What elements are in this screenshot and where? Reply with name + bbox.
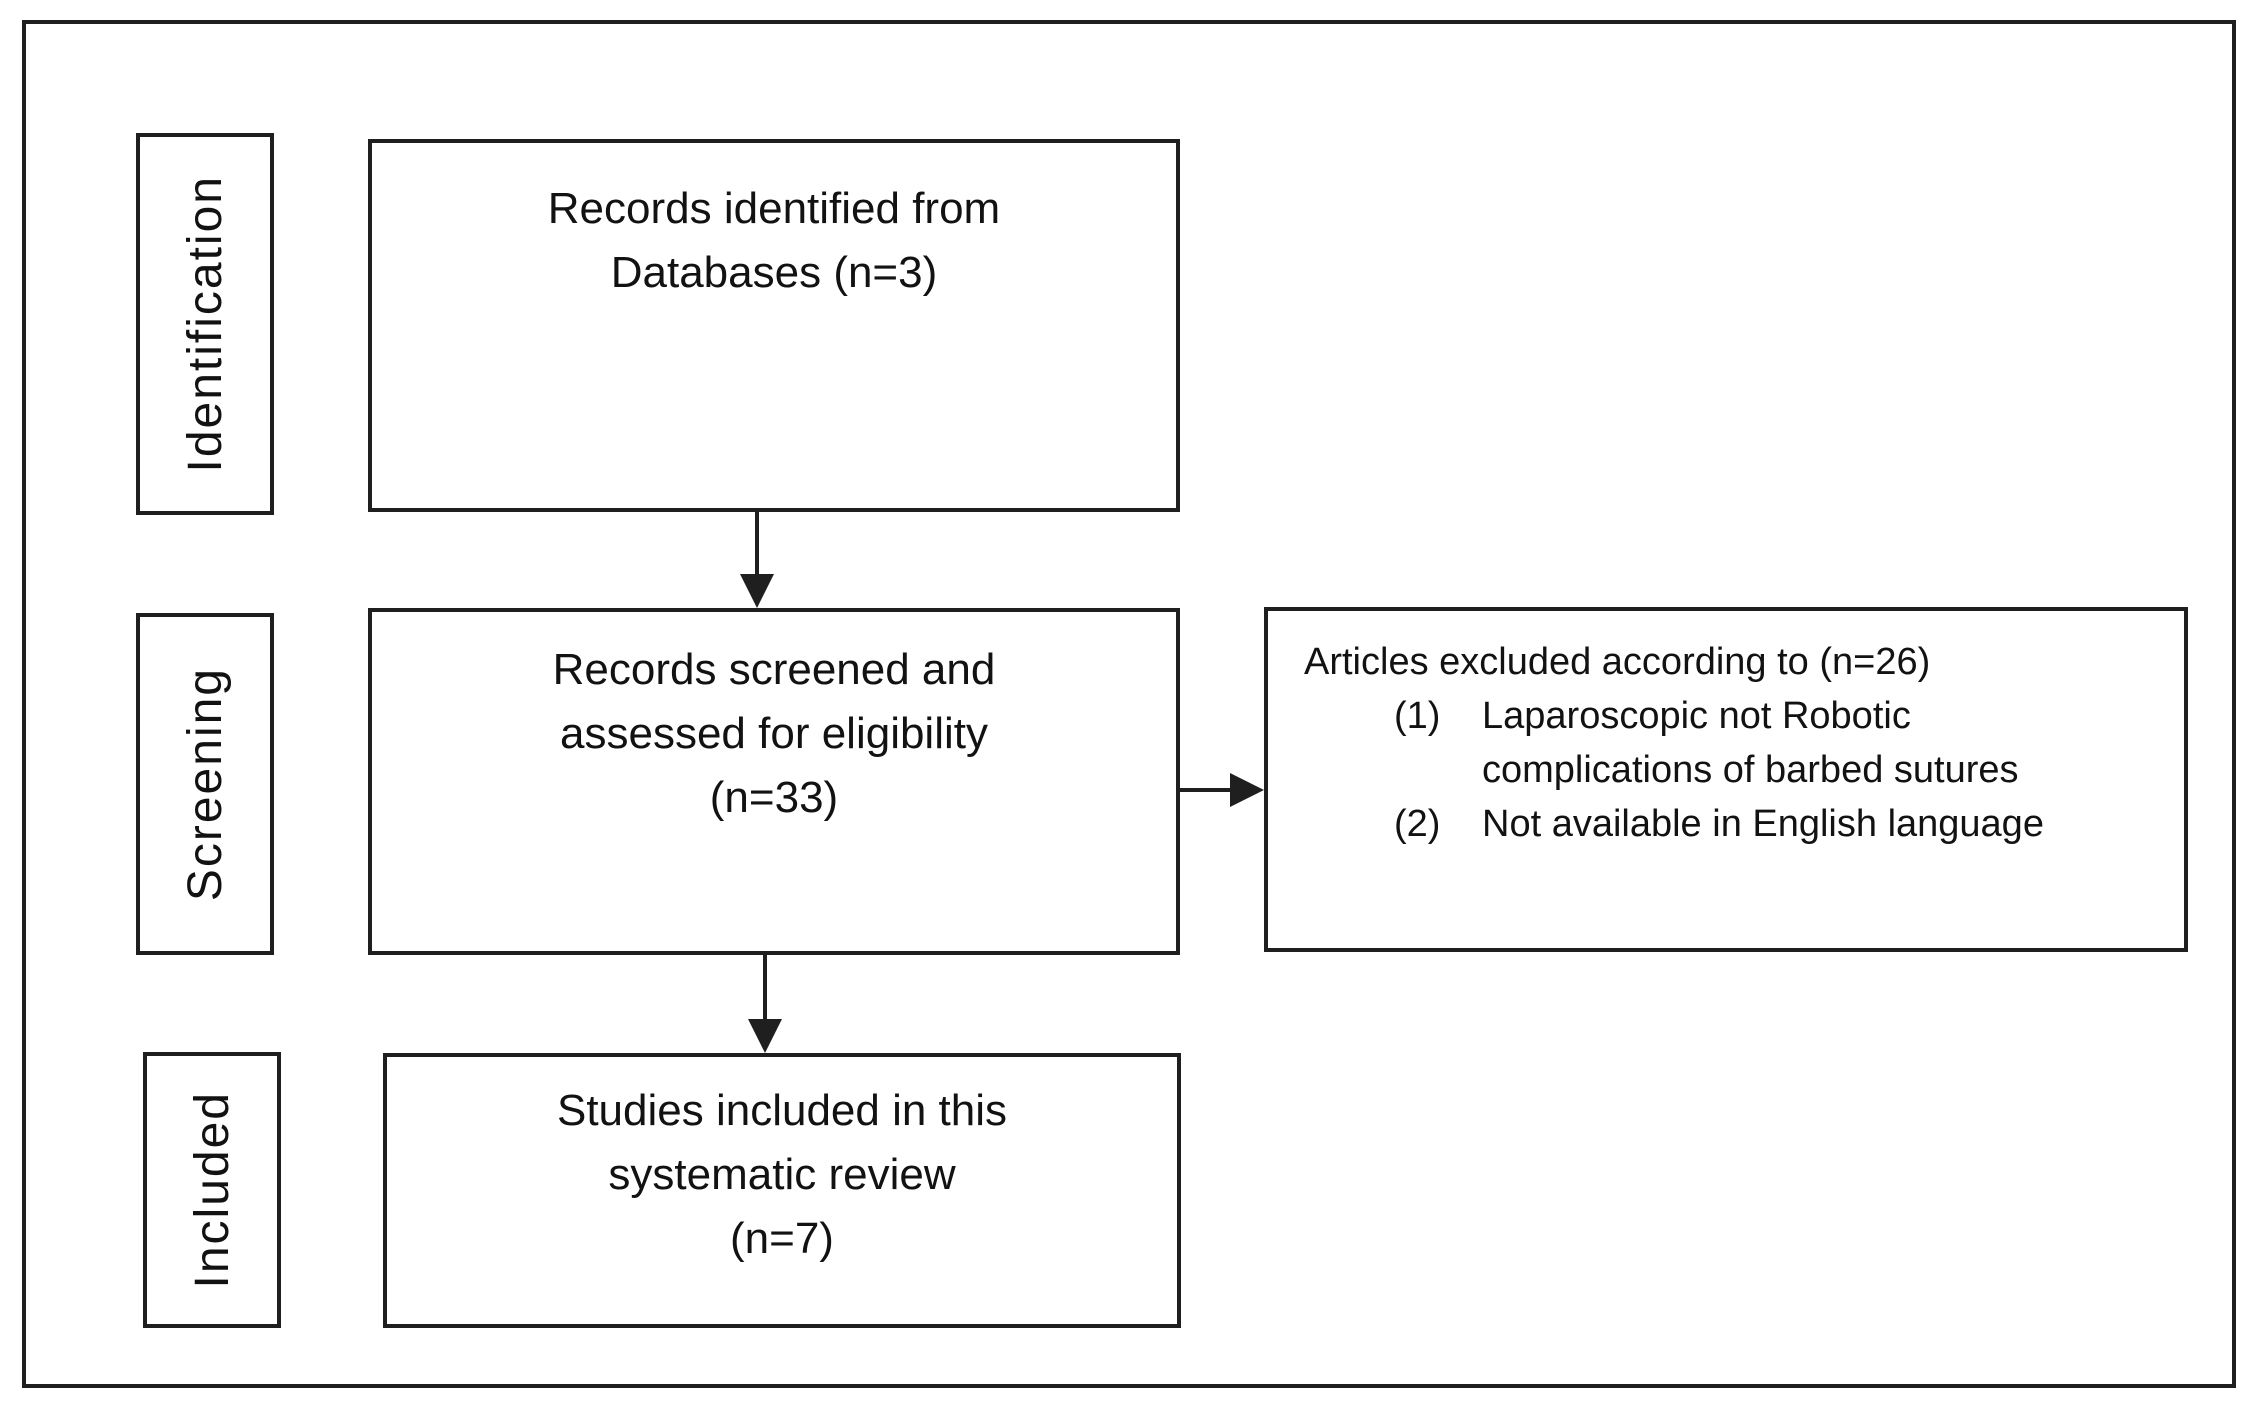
node-text: Records screened and assessed for eligib…	[372, 612, 1176, 830]
stage-label-included: Included	[143, 1052, 281, 1328]
stage-label-text: Included	[185, 1091, 239, 1289]
stage-label-screening: Screening	[136, 613, 274, 955]
node-line: assessed for eligibility	[560, 709, 988, 758]
excluded-item-line: complications of barbed sutures	[1482, 749, 2019, 791]
node-text: Records identified from Databases (n=3)	[372, 143, 1176, 305]
stage-label-text: Screening	[178, 666, 232, 902]
excluded-item-text: Not available in English language	[1482, 797, 2156, 851]
excluded-title: Articles excluded according to (n=26)	[1304, 641, 1931, 683]
arrow-right-icon	[1180, 770, 1264, 810]
excluded-item-text: Laparoscopic not Robotic complications o…	[1482, 689, 2156, 797]
arrow-down-icon	[745, 955, 785, 1053]
node-text: Studies included in this systematic revi…	[387, 1057, 1177, 1271]
excluded-item: (1) Laparoscopic not Robotic complicatio…	[1304, 689, 2156, 797]
node-line: Databases (n=3)	[610, 248, 938, 297]
node-records-screened: Records screened and assessed for eligib…	[368, 608, 1180, 955]
node-line: systematic review	[608, 1150, 956, 1199]
excluded-item-number: (2)	[1394, 803, 1441, 845]
node-line: Records identified from	[547, 184, 1001, 233]
node-line: Records screened and	[552, 645, 996, 694]
excluded-item-line: Laparoscopic not Robotic	[1482, 695, 1911, 737]
stage-label-text: Identification	[178, 175, 232, 473]
excluded-item: (2) Not available in English language	[1304, 797, 2156, 851]
node-line: Studies included in this	[556, 1086, 1008, 1135]
node-studies-included: Studies included in this systematic revi…	[383, 1053, 1181, 1328]
excluded-item-line: Not available in English language	[1482, 803, 2044, 845]
excluded-item-number: (1)	[1394, 695, 1441, 737]
node-records-identified: Records identified from Databases (n=3)	[368, 139, 1180, 512]
node-articles-excluded: Articles excluded according to (n=26) (1…	[1264, 607, 2188, 952]
stage-label-identification: Identification	[136, 133, 274, 515]
node-line: (n=7)	[730, 1214, 834, 1263]
arrow-down-icon	[737, 512, 777, 608]
node-line: (n=33)	[709, 773, 839, 822]
